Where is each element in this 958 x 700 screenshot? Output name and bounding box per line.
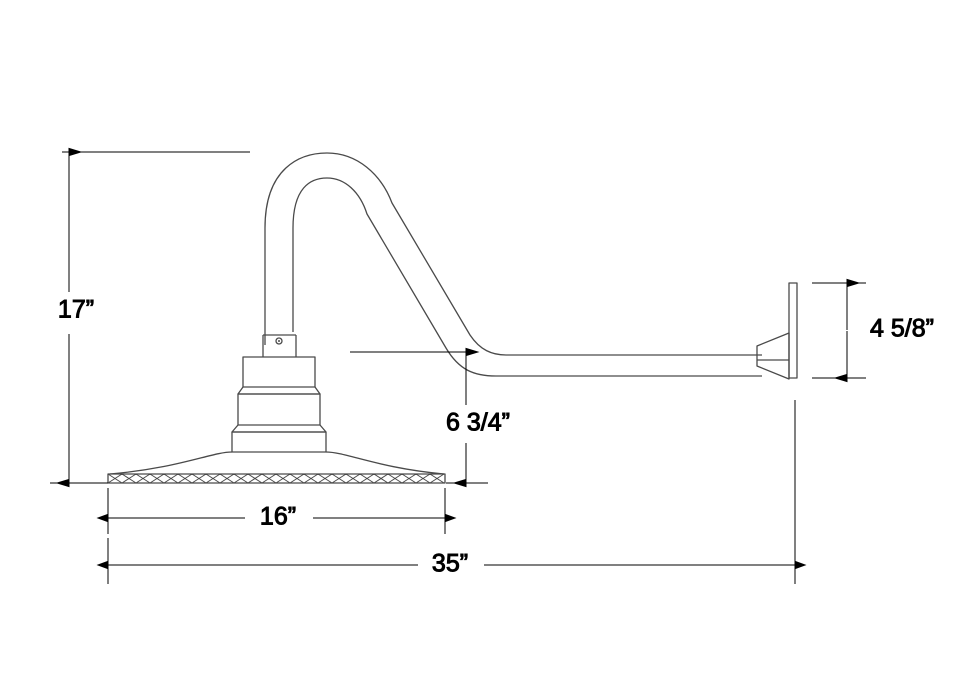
dimension-wall-plate-height: 4 5/8”: [812, 278, 934, 383]
dim-label-wall-plate-height: 4 5/8”: [870, 315, 934, 343]
shade-body-left: [109, 451, 233, 475]
shade-rim-scallops: [107, 473, 445, 484]
dim-label-overall-height: 17”: [58, 296, 94, 324]
shade-body-right: [325, 451, 445, 475]
dimension-overall-extension: 35”: [96, 400, 807, 584]
dimension-shade-diameter: 16”: [96, 488, 457, 534]
dim-label-shade-diameter: 16”: [260, 503, 296, 531]
fitter-ring-upper: [242, 356, 316, 388]
set-screw-center: [278, 340, 280, 342]
dim-label-overall-extension: 35”: [432, 550, 468, 578]
fitter-ring-middle: [237, 393, 321, 426]
dimension-overall-height: 17”: [50, 147, 250, 488]
product-outline: [107, 152, 798, 484]
fitter-ring-upper-bevel: [237, 386, 321, 395]
wall-plate: [788, 282, 798, 379]
dim-label-shade-drop: 6 3/4”: [446, 409, 510, 437]
gooseneck-arm-outer: [264, 152, 762, 356]
shade-rim-scallops-secondary: [107, 473, 445, 484]
fitter-ring-middle-bevel: [231, 424, 327, 433]
wall-canopy: [756, 332, 790, 380]
fitter-ring-lower: [231, 431, 327, 453]
gooseneck-arm-inner: [292, 177, 762, 377]
dimension-shade-drop: 6 3/4”: [350, 347, 510, 488]
